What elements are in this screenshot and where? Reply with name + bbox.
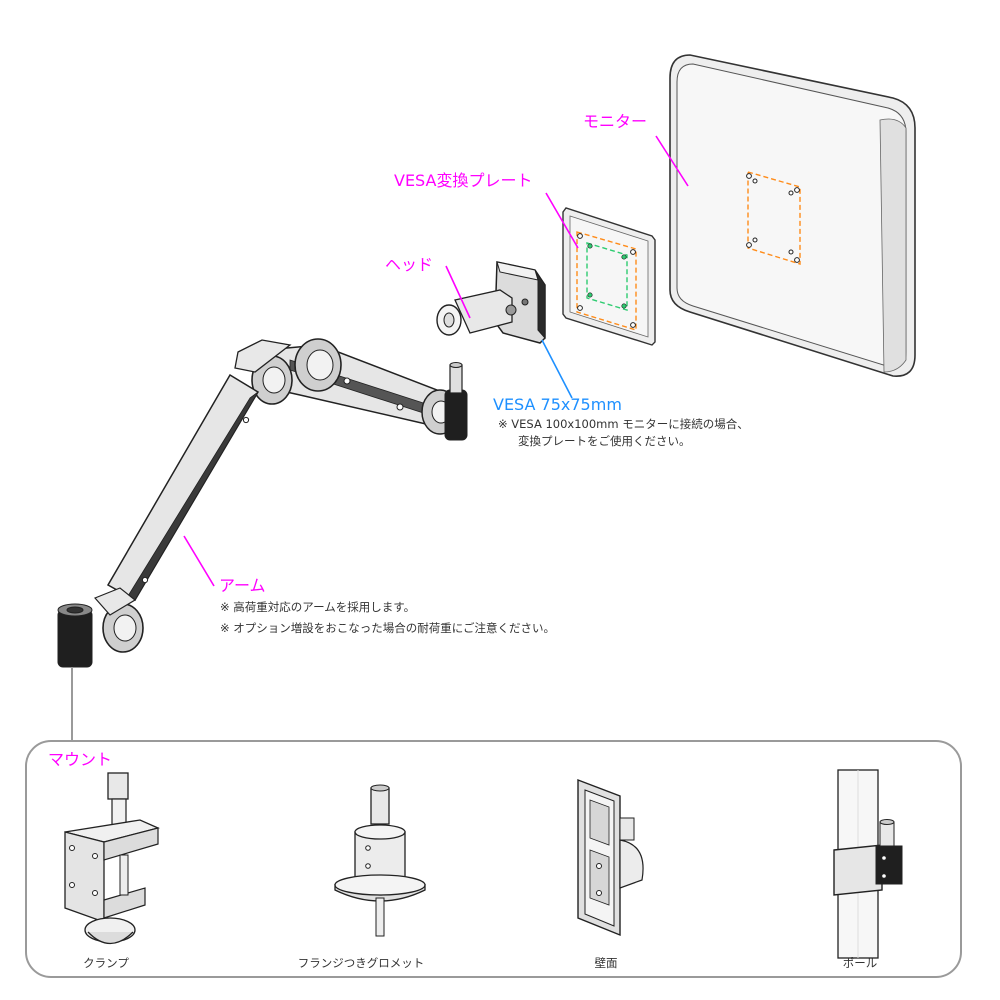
- vesa-plate-illustration: [562, 207, 656, 346]
- plate-orange-pattern: [576, 231, 637, 331]
- arm-illustration: [57, 338, 468, 668]
- arm-note-line1: ※ 高荷重対応のアームを採用します。: [220, 600, 416, 614]
- head-illustration: [436, 261, 546, 344]
- vesa-spec-label: VESA 75x75mm: [493, 395, 622, 414]
- mount-options-panel: [25, 740, 962, 978]
- leader-lines: [71, 135, 689, 742]
- monitor-illustration: [669, 54, 916, 377]
- mount-option-wall-label: 壁面: [594, 956, 618, 970]
- arm-label: アーム: [219, 576, 266, 595]
- head-label: ヘッド: [385, 255, 434, 274]
- arm-note-line2: ※ オプション増設をおこなった場合の耐荷重にご注意ください。: [220, 621, 556, 635]
- plate-green-pattern: [586, 242, 628, 311]
- clamp-illustration: [64, 772, 160, 945]
- mount-option-pole-label: ポール: [842, 956, 878, 970]
- monitor-vesa-pattern: [747, 171, 801, 265]
- mount-title: マウント: [48, 750, 113, 769]
- vesa-note-line2: 変換プレートをご使用ください。: [518, 434, 691, 448]
- mount-option-clamp-label: クランプ: [83, 956, 129, 970]
- wall-mount-illustration: [577, 778, 644, 937]
- mount-option-grommet-label: フランジつきグロメット: [297, 956, 425, 970]
- pole-mount-illustration: [833, 769, 903, 959]
- vesa-plate-label: VESA変換プレート: [394, 171, 533, 190]
- vesa-note-line1: ※ VESA 100x100mm モニターに接続の場合、: [498, 417, 749, 431]
- monitor-label: モニター: [583, 112, 648, 131]
- grommet-illustration: [334, 784, 426, 937]
